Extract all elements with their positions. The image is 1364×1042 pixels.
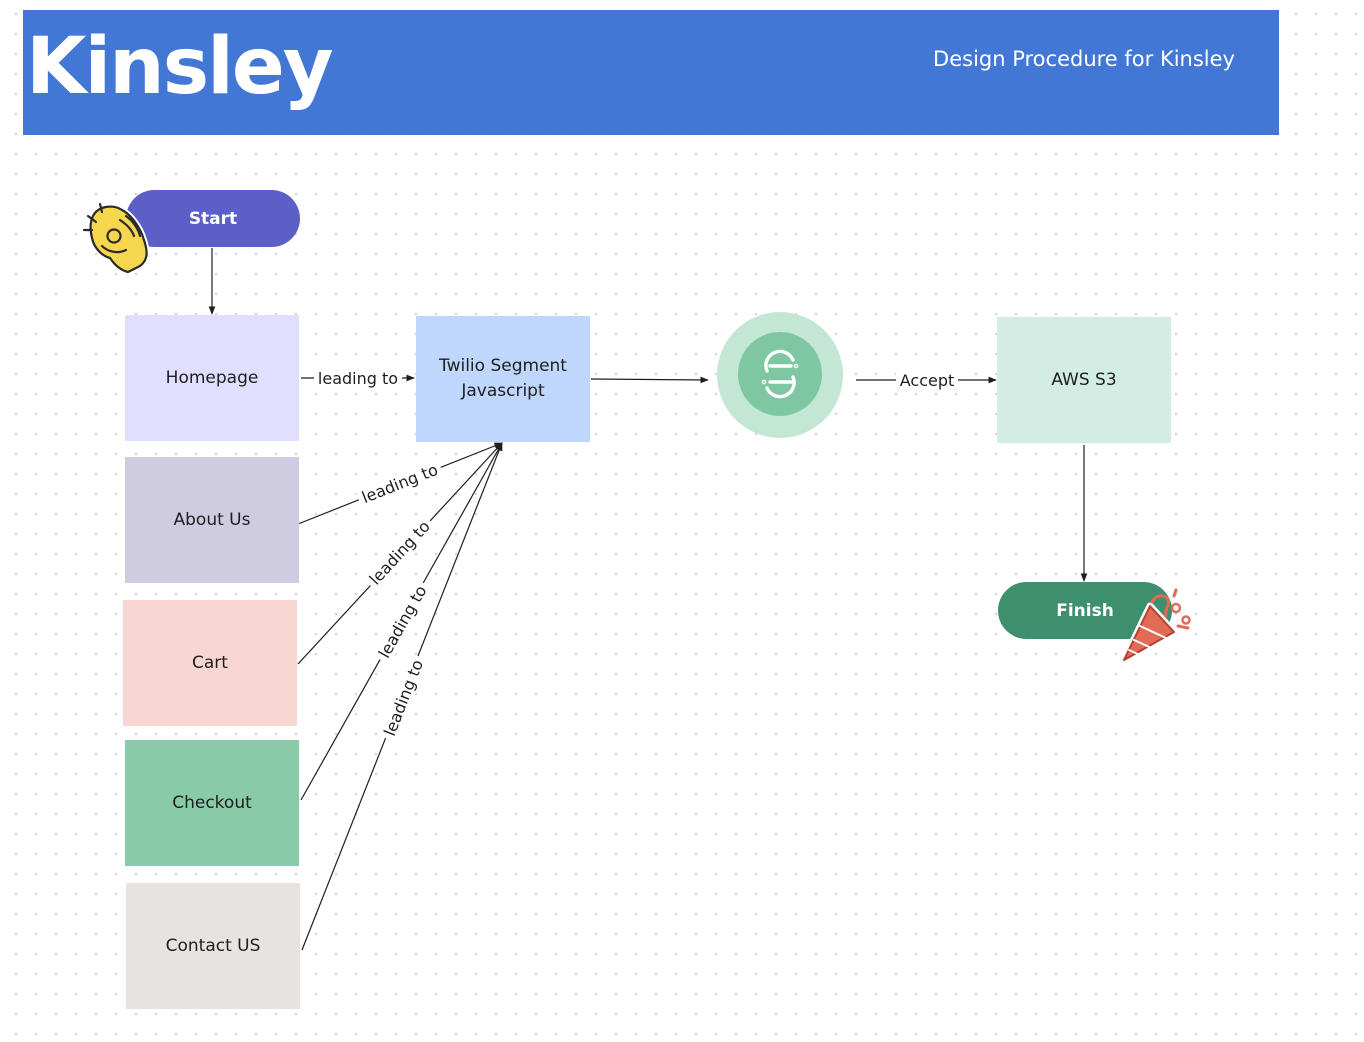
segment-js-node[interactable]: Twilio Segment Javascript bbox=[416, 316, 590, 442]
about-us-node[interactable]: About Us bbox=[125, 457, 299, 583]
edge-label-contact: leading to bbox=[380, 657, 427, 739]
ok-hand-icon bbox=[82, 202, 150, 275]
start-node[interactable]: Start bbox=[126, 190, 300, 247]
segment-logo-icon bbox=[761, 349, 799, 399]
party-popper-icon bbox=[1120, 588, 1191, 664]
homepage-node[interactable]: Homepage bbox=[125, 315, 299, 441]
cart-node[interactable]: Cart bbox=[123, 600, 297, 726]
edge-label-about: leading to bbox=[359, 460, 441, 507]
edge-label-checkout: leading to bbox=[375, 582, 431, 661]
checkout-node[interactable]: Checkout bbox=[125, 740, 299, 866]
edge-segment-js-segment[interactable] bbox=[590, 376, 709, 384]
edge-label-cart: leading to bbox=[365, 517, 433, 589]
header-banner: Kinsley Design Procedure for Kinsley bbox=[23, 10, 1279, 135]
aws-s3-node[interactable]: AWS S3 bbox=[997, 317, 1171, 443]
contact-us-node[interactable]: Contact US bbox=[126, 883, 300, 1009]
edge-label-accept: Accept bbox=[900, 371, 955, 390]
page-title: Kinsley bbox=[26, 22, 334, 112]
segment-node[interactable] bbox=[717, 312, 843, 438]
page-subtitle: Design Procedure for Kinsley bbox=[933, 47, 1235, 71]
edge-label-homepage: leading to bbox=[318, 369, 398, 388]
